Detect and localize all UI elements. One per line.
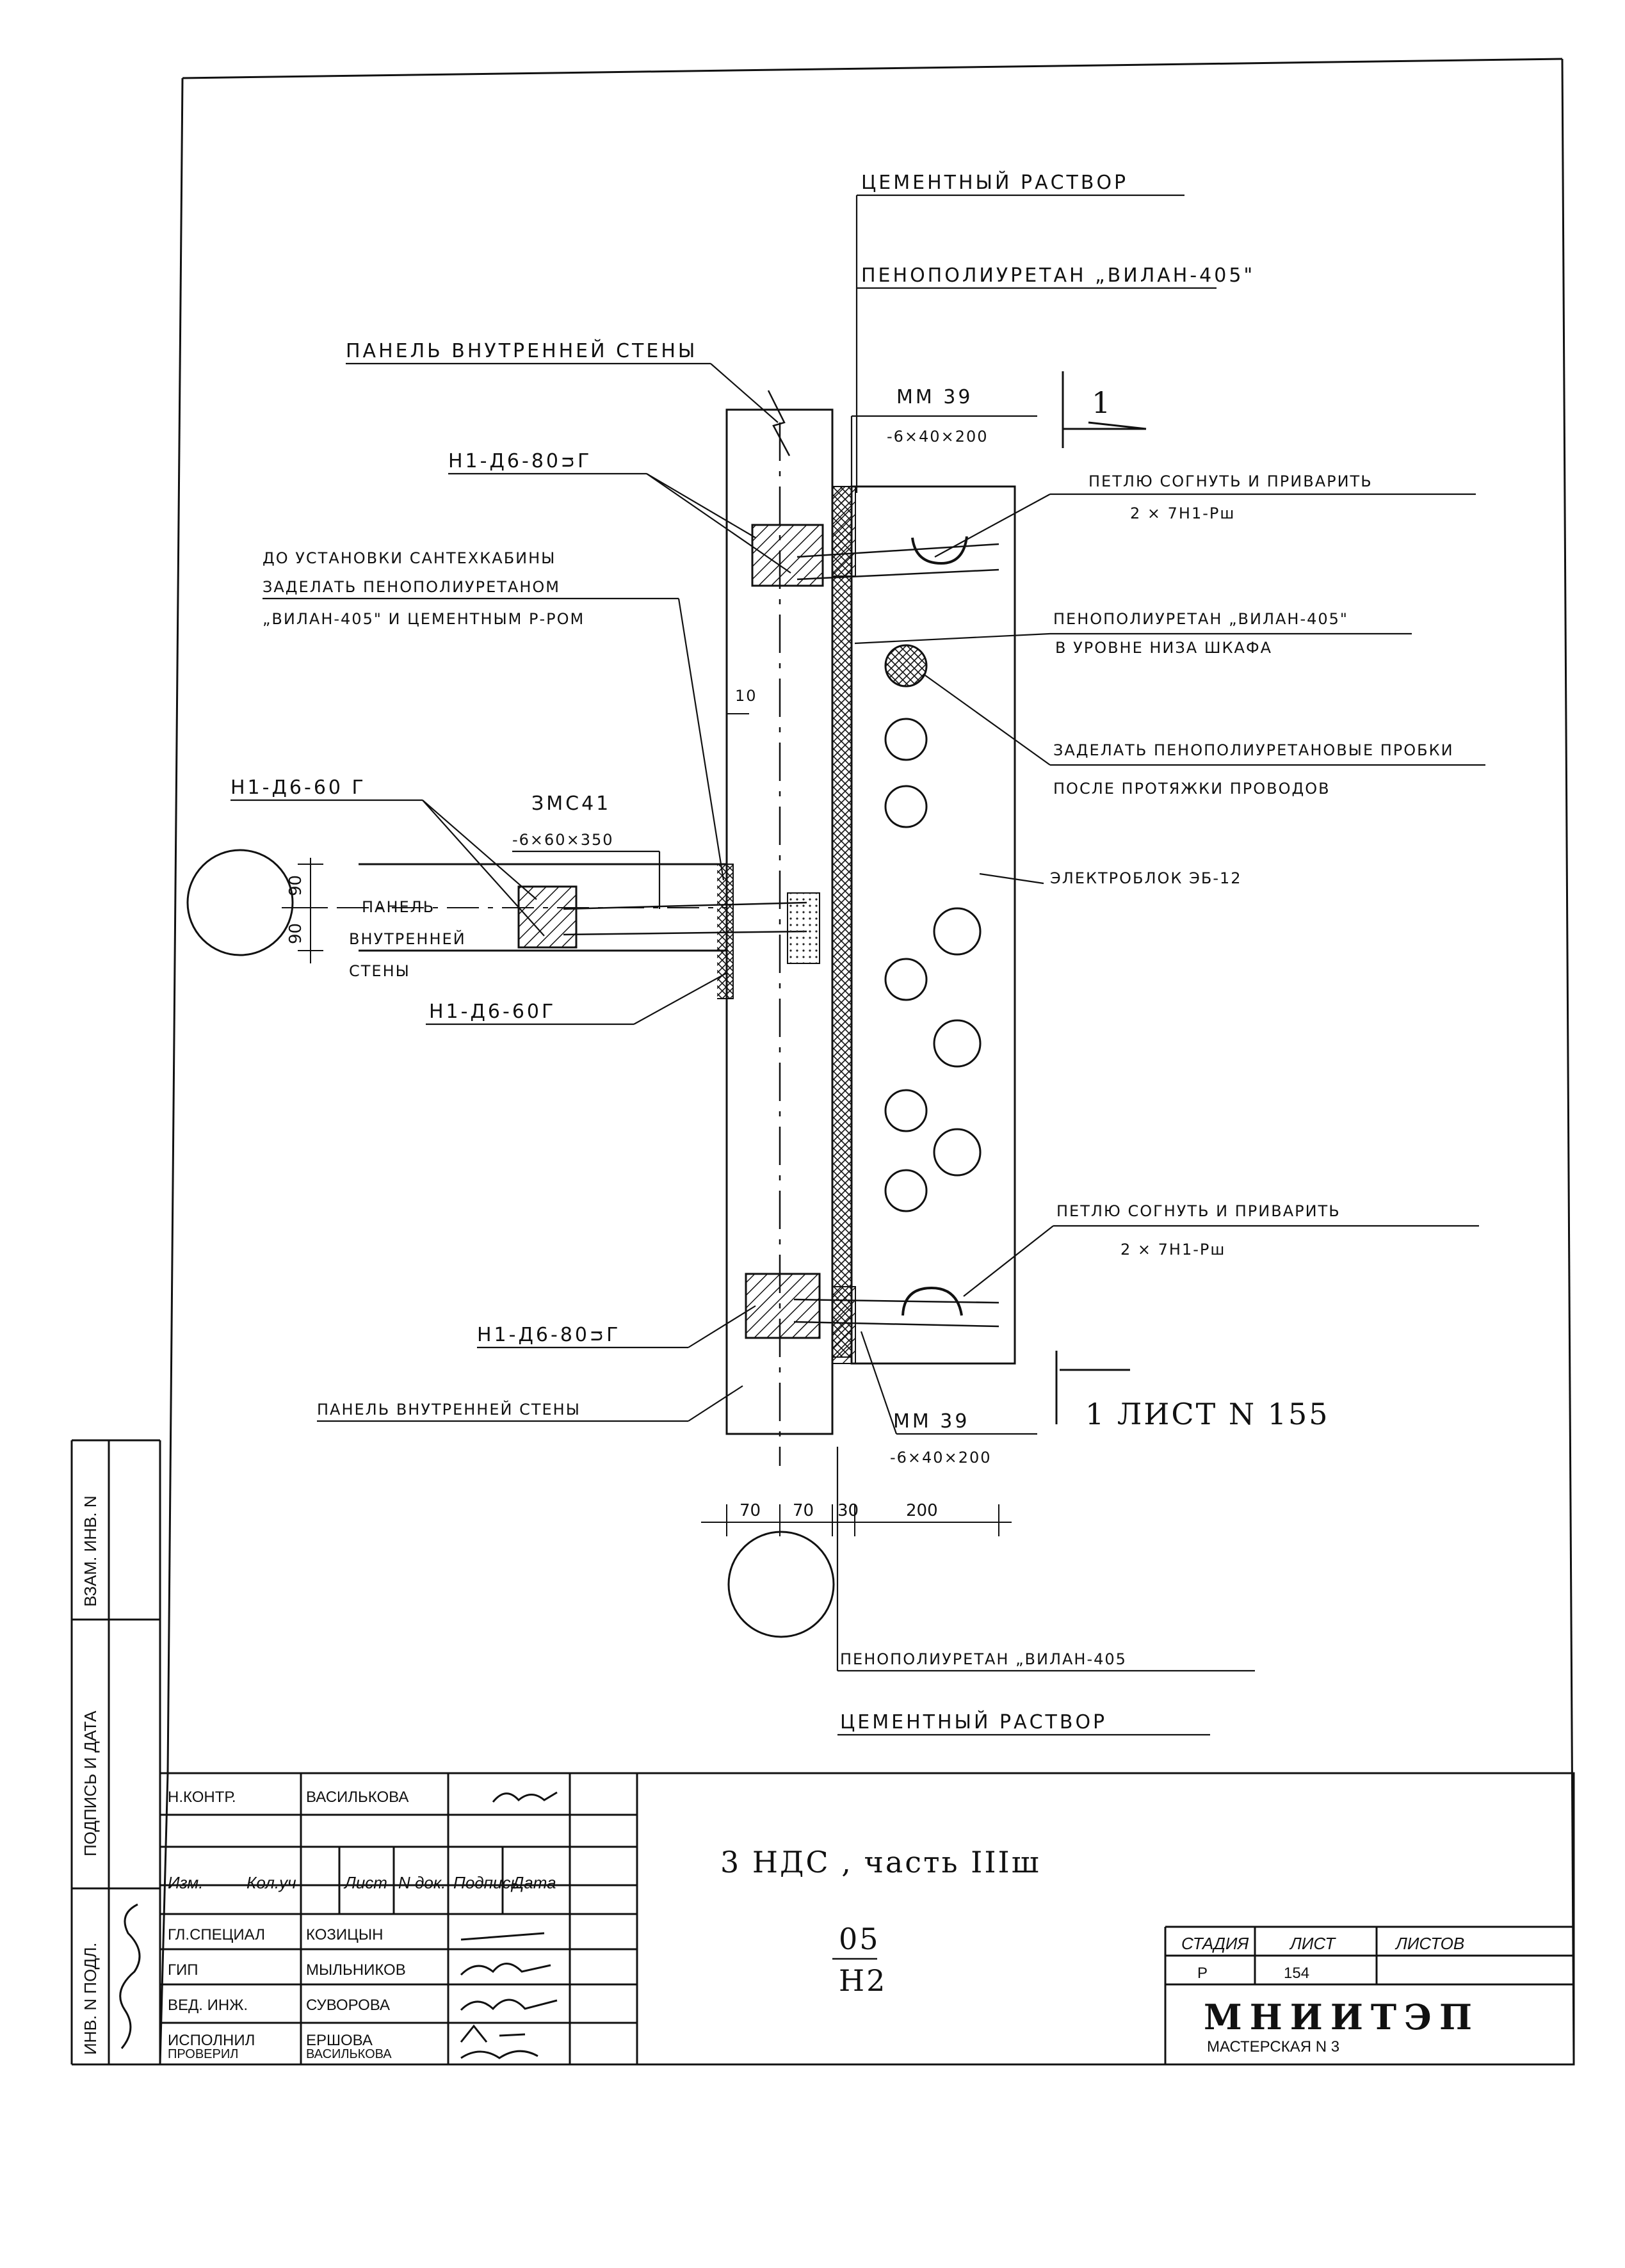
label-mm39-bot-code: ММ 39: [893, 1410, 969, 1433]
tb-col-sign: Подпись: [453, 1873, 519, 1892]
tb-role-3: ГЛ.СПЕЦИАЛ: [168, 1926, 265, 1943]
tb-role-5: ВЕД. ИНЖ.: [168, 1997, 248, 2014]
label-section-ref: 1 ЛИСТ N 155: [1085, 1397, 1330, 1431]
tb-role-6: ИСПОЛНИЛ: [168, 2032, 255, 2049]
section-mark-bottom: [1055, 1351, 1130, 1424]
label-mm39-top-size: -6×40×200: [887, 428, 989, 446]
project-title: 3 НДС , часть IIIш: [720, 1845, 1040, 1879]
label-electroblock: ЭЛЕКТРОБЛОК ЭБ-12: [1050, 869, 1242, 887]
grid-axis-bubble-left: [186, 849, 294, 956]
sheet-value: 154: [1284, 1965, 1309, 1982]
label-zmc-size: -6×60×350: [512, 831, 614, 849]
leader-lines: [230, 194, 1485, 1736]
org-sub: МАСТЕРСКАЯ N 3: [1207, 2038, 1339, 2055]
label-foam-mid-2: В УРОВНЕ НИЗА ШКАФА: [1055, 639, 1272, 657]
side-inv-podl: ИНВ. N ПОДЛ.: [81, 1943, 100, 2055]
tb-col-ndoc: N док.: [398, 1873, 446, 1892]
label-loop-top-2: 2 × 7Н1-Рш: [1130, 504, 1235, 522]
grid-axis-bubble-bottom: [727, 1531, 835, 1638]
label-panel-side-2: ВНУТРЕННЕЙ: [349, 929, 466, 948]
label-loop-bot-1: ПЕТЛЮ СОГНУТЬ И ПРИВАРИТЬ: [1056, 1202, 1341, 1220]
section-mark-top: [1062, 371, 1147, 448]
label-h1-bot: Н1-Д6-80ᴝГ: [477, 1324, 620, 1346]
tb-role-4: ГИП: [168, 1961, 198, 1979]
embedded-part-top: [751, 524, 999, 587]
tb-col-date: Дата: [510, 1873, 556, 1892]
side-vzam-inv: ВЗАМ. ИНВ. N: [81, 1495, 100, 1607]
title-block: [159, 1772, 1575, 2066]
label-foam-mid-1: ПЕНОПОЛИУРЕТАН „ВИЛАН-405": [1053, 610, 1348, 628]
label-loop-bot-2: 2 × 7Н1-Рш: [1120, 1241, 1225, 1259]
stage-value: Р: [1197, 1965, 1208, 1982]
label-before-install-2: ЗАДЕЛАТЬ ПЕНОПОЛИУРЕТАНОМ: [263, 578, 560, 596]
side-sign-date: ПОДПИСЬ И ДАТА: [81, 1710, 100, 1856]
label-h1-mid: Н1-Д6-60 Г: [230, 776, 366, 799]
foam-layer: [832, 486, 852, 1358]
tb-role-2: Изм.: [168, 1873, 203, 1892]
label-panel-side-3: СТЕНЫ: [349, 962, 410, 980]
inner-wall-panel-side: [282, 863, 727, 952]
label-dim-90a: 90: [286, 875, 305, 896]
sheets-label: ЛИСТОВ: [1395, 1934, 1464, 1953]
tb-col-list: Лист: [343, 1873, 387, 1892]
title-block-text: Н.КОНТР. ВАСИЛЬКОВА Изм. Кол.уч Лист N д…: [168, 1789, 1480, 2061]
label-panel-top: ПАНЕЛЬ ВНУТРЕННЕЙ СТЕНЫ: [346, 339, 697, 362]
label-before-install-1: ДО УСТАНОВКИ САНТЕХКАБИНЫ: [263, 549, 556, 567]
tb-name-2: Кол.уч: [247, 1873, 296, 1892]
label-mm39-top-code: ММ 39: [896, 386, 973, 408]
tb-name-3: КОЗИЦЫН: [306, 1926, 383, 1943]
tb-role-1: Н.КОНТР.: [168, 1789, 236, 1806]
tb-name-1: ВАСИЛЬКОВА: [306, 1789, 408, 1806]
label-foam-top: ПЕНОПОЛИУРЕТАН „ВИЛАН-405": [861, 264, 1255, 287]
label-plugs-2: ПОСЛЕ ПРОТЯЖКИ ПРОВОДОВ: [1053, 780, 1330, 798]
tb-name-5: СУВОРОВА: [306, 1997, 390, 2014]
label-mm39-bot-size: -6×40×200: [890, 1449, 992, 1467]
org-name: МНИИТЭП: [1204, 1997, 1480, 2038]
code-top: 05: [839, 1922, 880, 1956]
label-cement-bot: ЦЕМЕНТНЫЙ РАСТВОР: [840, 1710, 1107, 1733]
label-loop-top-1: ПЕТЛЮ СОГНУТЬ И ПРИВАРИТЬ: [1088, 472, 1373, 490]
label-panel-bot: ПАНЕЛЬ ВНУТРЕННЕЙ СТЕНЫ: [317, 1400, 581, 1419]
label-h1-top: Н1-Д6-80ᴝГ: [448, 450, 592, 472]
dimension-lines: [298, 713, 1012, 1536]
embedded-part-bottom: [745, 1273, 999, 1339]
label-plugs-1: ЗАДЕЛАТЬ ПЕНОПОЛИУРЕТАНОВЫЕ ПРОБКИ: [1053, 741, 1454, 759]
sheet-label: ЛИСТ: [1289, 1934, 1336, 1953]
stage-label: СТАДИЯ: [1181, 1934, 1249, 1953]
label-section-mark: 1: [1092, 385, 1112, 420]
drawing-labels: ЦЕМЕНТНЫЙ РАСТВОР ПЕНОПОЛИУРЕТАН „ВИЛАН-…: [230, 171, 1454, 1733]
side-signature-scribble: [119, 1903, 141, 2049]
tb-name-7: ВАСИЛЬКОВА: [306, 2047, 392, 2061]
label-dim-30: 30: [837, 1501, 859, 1520]
label-dim-70a: 70: [740, 1501, 761, 1520]
tb-name-4: МЫЛЬНИКОВ: [306, 1961, 406, 1979]
label-zmc-code: ЗМС41: [531, 792, 611, 815]
label-h1-low: Н1-Д6-60Г: [429, 1001, 556, 1023]
label-dim-200: 200: [906, 1501, 938, 1520]
signatures: [460, 1791, 558, 2059]
label-dim-10: 10: [735, 687, 757, 705]
tb-name-6: ЕРШОВА: [306, 2032, 373, 2049]
embedded-part-side: [517, 864, 820, 999]
electroblock-eb-12: [850, 485, 1016, 1365]
label-dim-70b: 70: [793, 1501, 814, 1520]
tb-role-7: ПРОВЕРИЛ: [168, 2047, 238, 2061]
label-dim-90b: 90: [286, 923, 305, 944]
label-before-install-3: „ВИЛАН-405" И ЦЕМЕНТНЫМ Р-РОМ: [263, 610, 585, 628]
code-bottom: Н2: [839, 1963, 887, 1998]
label-cement-top: ЦЕМЕНТНЫЙ РАСТВОР: [861, 171, 1128, 194]
sheet-frame: [72, 58, 1575, 2066]
label-panel-side-1: ПАНЕЛЬ: [362, 898, 435, 916]
label-foam-bot: ПЕНОПОЛИУРЕТАН „ВИЛАН-405: [840, 1650, 1127, 1668]
